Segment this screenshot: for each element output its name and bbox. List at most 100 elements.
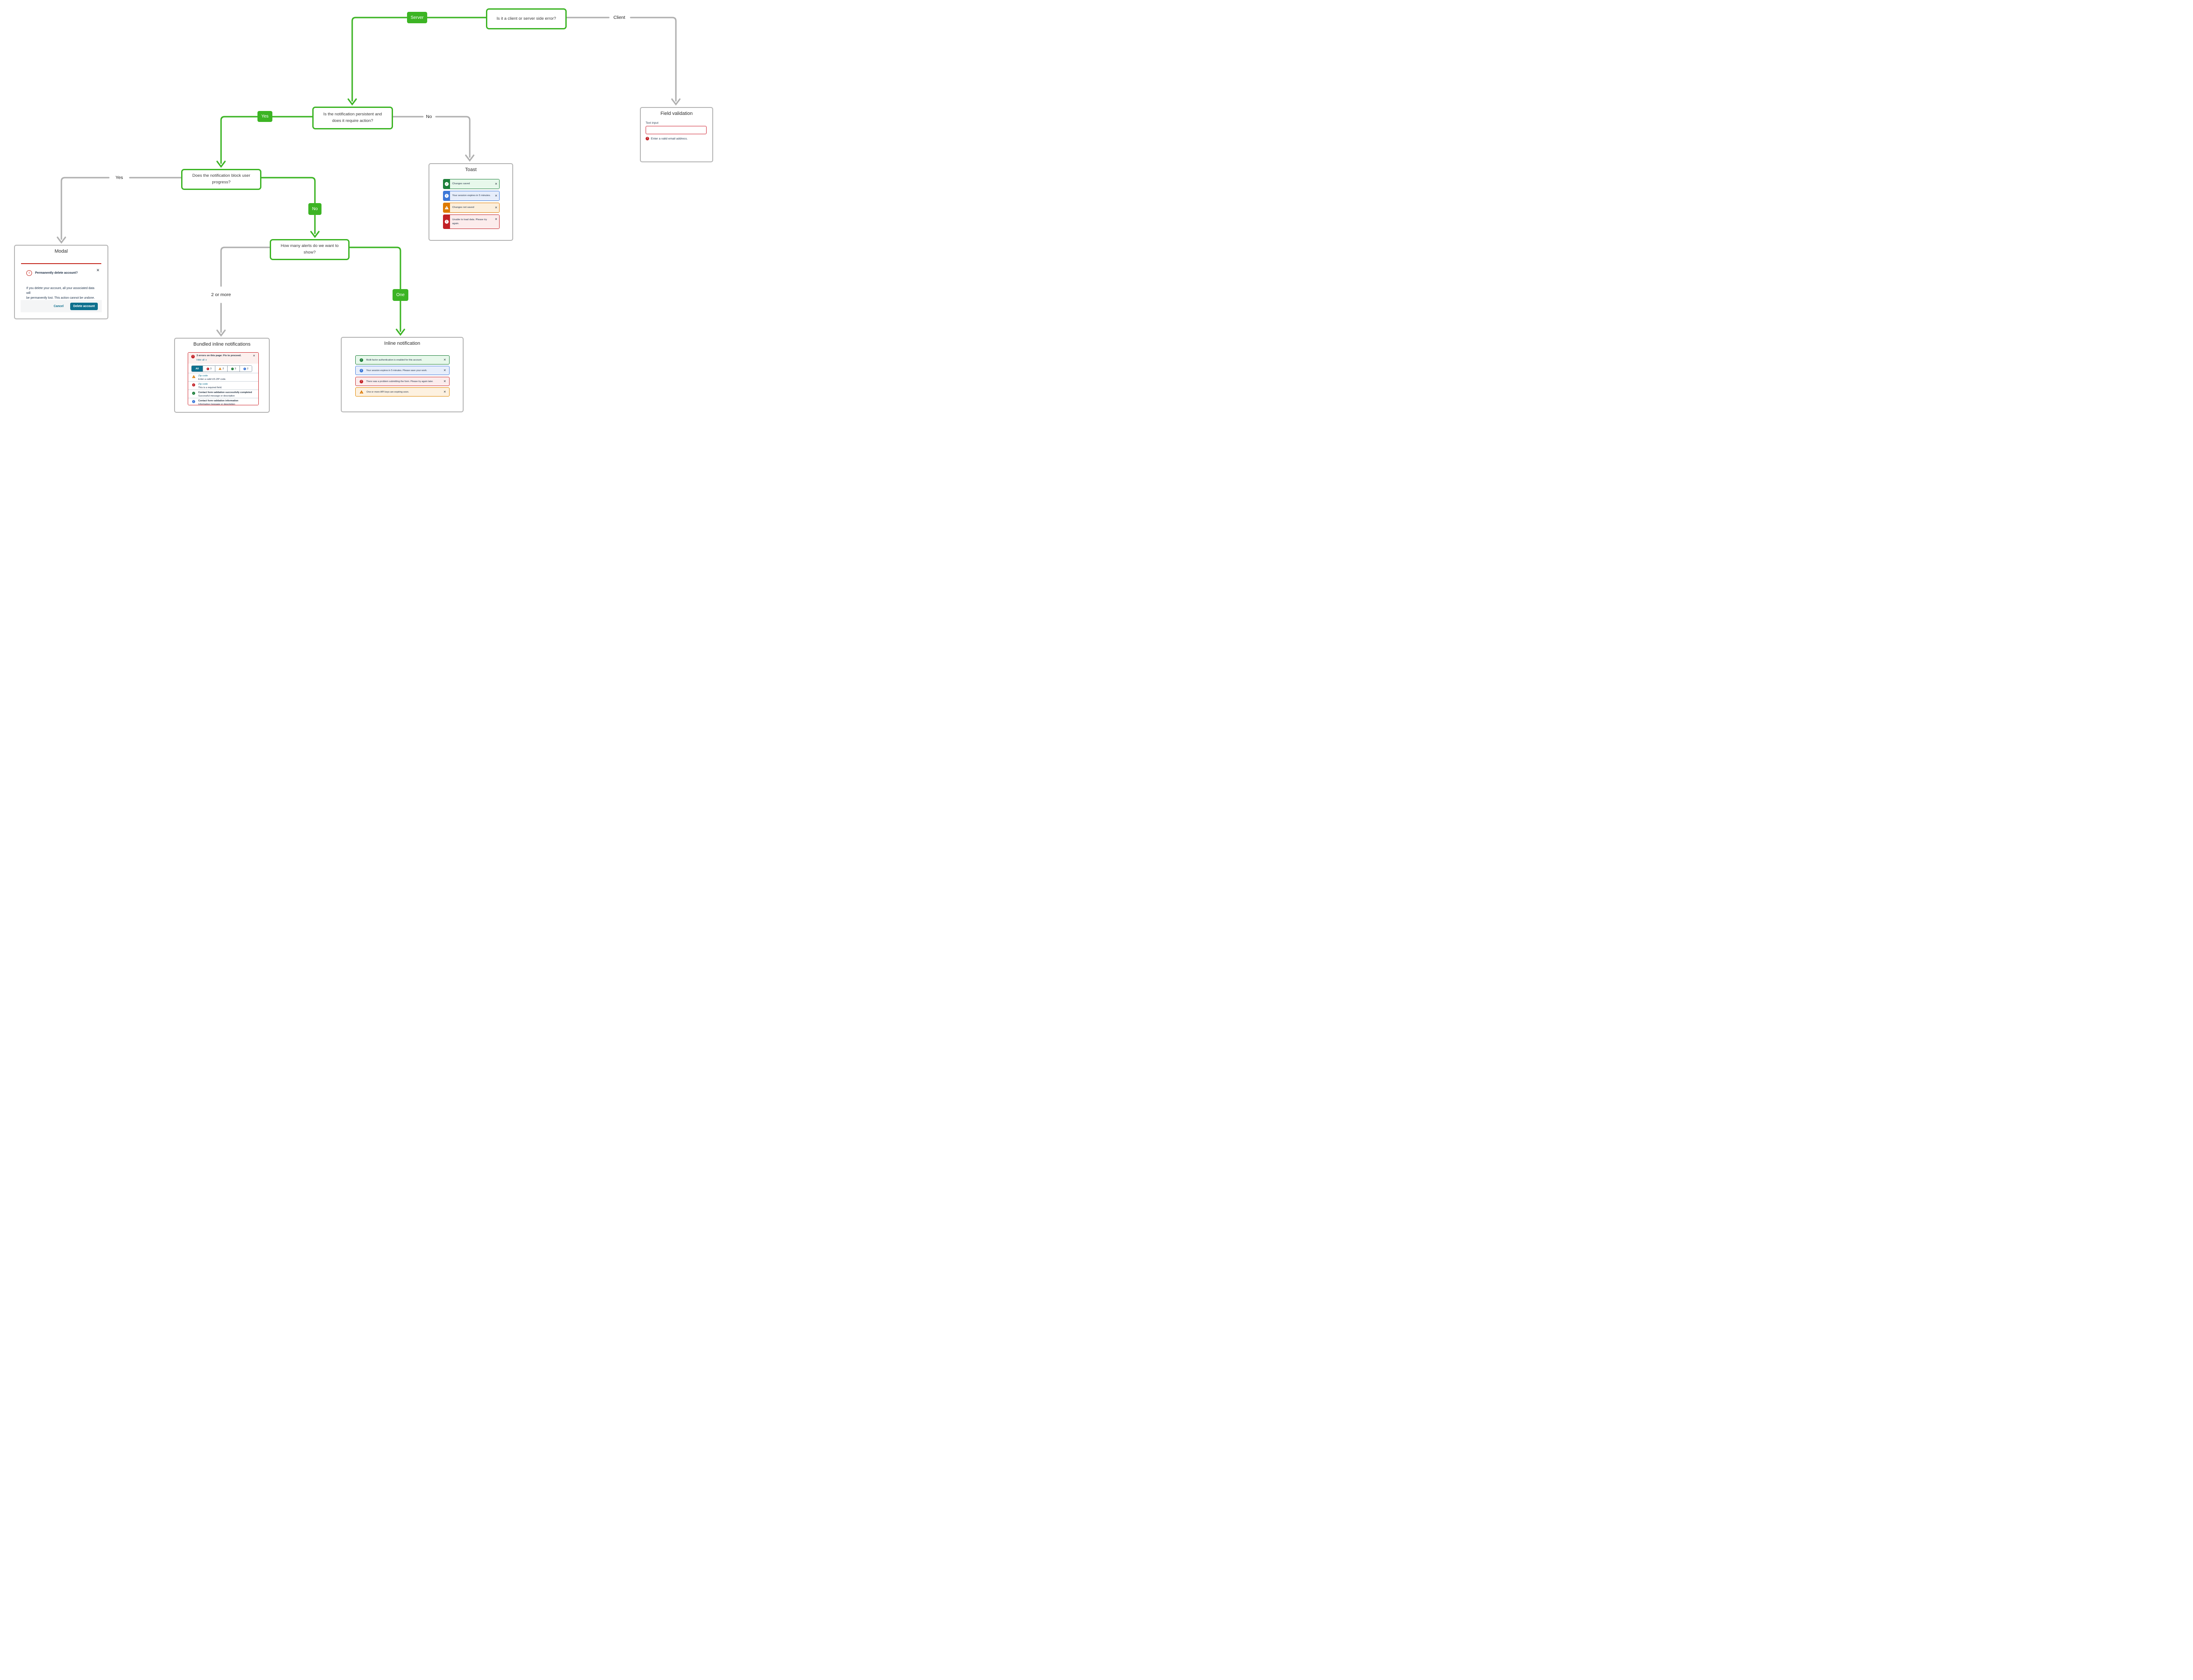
info-circle-icon: i — [445, 194, 449, 198]
bundled-header: ! 3 errors on this page: Fix to proceed.… — [188, 353, 258, 364]
edge-no2-arrow-icon — [310, 231, 320, 238]
node-client-or-server: Is it a client or server side error? — [486, 8, 567, 29]
filter-tabs: All ! 3 ! 2 ✓ 3 i 2 — [191, 365, 252, 372]
tab-infos[interactable]: i 2 — [239, 366, 252, 372]
info-block: i — [443, 191, 450, 200]
bundled-panel: ! 3 errors on this page: Fix to proceed.… — [188, 352, 259, 405]
toast-info: i Your session expires in 5 minutes. ✕ — [443, 191, 500, 201]
check-circle-icon: ✓ — [360, 358, 363, 362]
tab-successes[interactable]: ✓ 3 — [227, 366, 239, 372]
toast-error: ! Unable to load data. Please try again.… — [443, 214, 500, 229]
text-input-label: Text input — [646, 122, 659, 125]
notification-row-error: ! Zip code This is a required field. — [188, 381, 258, 390]
edge-label-yes: Yes — [114, 175, 125, 180]
close-icon[interactable]: ✕ — [253, 354, 255, 357]
close-icon[interactable]: ✕ — [443, 358, 446, 361]
close-icon[interactable]: ✕ — [495, 206, 497, 209]
error-circle-icon: ! — [192, 383, 195, 386]
field-validation-card: Field validation Text input ! Enter a va… — [640, 107, 713, 162]
row-description: Enter a valid US ZIP code. — [198, 378, 226, 381]
error-circle-icon: ! — [206, 367, 209, 370]
edge-two-line — [220, 247, 271, 333]
error-circle-icon: ! — [360, 379, 363, 383]
edge-yes1-arrow-icon — [216, 161, 226, 168]
flowchart-canvas: Is it a client or server side error? Is … — [0, 0, 725, 420]
inline-banner-info: i Your session expires in 5 minutes. Ple… — [355, 366, 450, 375]
bundled-notifications-card: Bundled inline notifications ! 3 errors … — [174, 338, 270, 413]
node-q2-line2: does it require action? — [332, 118, 373, 123]
node-q2-line1: Is the notification persistent and — [323, 112, 382, 117]
edge-label-no: No — [425, 114, 433, 119]
notification-row-warning: ! Zip code Enter a valid US ZIP code. — [188, 373, 258, 381]
edge-yes2-arrow-icon — [57, 236, 66, 244]
edge-server-arrow-icon — [347, 98, 357, 106]
warning-triangle-icon: ! — [445, 206, 449, 210]
tab-warnings[interactable]: ! 2 — [215, 366, 227, 372]
close-icon[interactable]: ✕ — [495, 218, 497, 221]
field-validation-title: Field validation — [660, 111, 693, 116]
row-title-link[interactable]: Zip code — [198, 382, 208, 386]
check-circle-icon: ✓ — [445, 182, 449, 186]
row-description: Informative message or description — [198, 403, 235, 405]
edge-no1-arrow-icon — [465, 154, 475, 162]
warning-block: ! — [443, 203, 450, 212]
info-circle-icon: i — [192, 400, 195, 403]
close-icon[interactable]: ✕ — [443, 390, 446, 393]
edge-no1-line — [389, 116, 471, 158]
text-input-field[interactable] — [646, 126, 707, 134]
node-q4-line2: show? — [304, 250, 316, 255]
modal-top-rule — [21, 263, 101, 265]
edge-yes2-line — [61, 177, 182, 240]
close-icon[interactable]: ✕ — [443, 380, 446, 383]
toast-text: Your session expires in 5 minutes. — [452, 194, 491, 197]
node-q3-line2: progress? — [212, 180, 231, 185]
row-description: Successful message or description — [198, 394, 235, 397]
edge-two-arrow-icon — [216, 329, 226, 337]
delete-account-button[interactable]: Delete account — [70, 302, 98, 310]
modal-card: Modal ✕ ! Permanently delete account? If… — [14, 245, 108, 319]
edge-server-line — [351, 17, 487, 102]
toast-card: Toast ✓ Changes saved ✕ i Your session e… — [429, 163, 513, 241]
tab-count: 2 — [247, 367, 249, 370]
node-q3-line1: Does the notification block user — [192, 173, 250, 179]
toast-title: Toast — [465, 167, 477, 172]
bundled-summary: 3 errors on this page: Fix to proceed. — [196, 354, 242, 357]
row-description: This is a required field. — [198, 386, 222, 389]
warning-triangle-icon: ! — [218, 367, 221, 370]
modal-body-line2: be permanently lost. This action cannot … — [26, 297, 95, 300]
tab-all-label: All — [195, 367, 199, 370]
inline-banner-error: ! There was a problem submitting the for… — [355, 377, 450, 386]
bundled-title: Bundled inline notifications — [193, 342, 251, 347]
edge-client-line — [563, 17, 677, 102]
error-circle-icon: ! — [646, 137, 649, 140]
tab-errors[interactable]: ! 3 — [203, 366, 215, 372]
modal-body-line1: If you delete your account, all your ass… — [26, 287, 95, 295]
toast-warning: ! Changes not saved ✕ — [443, 203, 500, 213]
node-q1-text: Is it a client or server side error? — [496, 16, 556, 21]
node-how-many-alerts-question: How many alerts do we want to show? — [270, 239, 350, 260]
tab-all[interactable]: All — [192, 366, 203, 372]
tab-count: 3 — [210, 367, 212, 370]
modal-title: Modal — [54, 249, 68, 254]
node-q4-line1: How many alerts do we want to — [280, 243, 339, 249]
modal-footer: Cancel Delete account — [21, 300, 102, 312]
tab-count: 2 — [222, 367, 224, 370]
error-block: ! — [443, 215, 450, 229]
row-title-link[interactable]: Zip code — [198, 374, 208, 377]
cancel-button[interactable]: Cancel — [54, 304, 64, 308]
close-icon[interactable]: ✕ — [495, 182, 497, 186]
edge-badge-yes: Yes — [257, 111, 272, 122]
info-circle-icon: i — [360, 368, 363, 372]
info-circle-icon: i — [243, 367, 246, 370]
edge-badge-no: No — [308, 203, 321, 215]
modal-heading: Permanently delete account? — [35, 272, 78, 275]
toast-text: Changes saved — [452, 182, 470, 186]
close-icon[interactable]: ✕ — [443, 369, 446, 372]
hide-all-link[interactable]: Hide all ∧ — [196, 359, 207, 361]
edge-label-two-or-more: 2 or more — [210, 292, 232, 297]
connector-wires — [57, 17, 681, 337]
close-icon[interactable]: ✕ — [495, 194, 497, 197]
edge-label-client: Client — [612, 15, 627, 20]
close-icon[interactable]: ✕ — [96, 268, 100, 272]
banner-text: Your session expires in 5 minutes. Pleas… — [366, 369, 427, 372]
